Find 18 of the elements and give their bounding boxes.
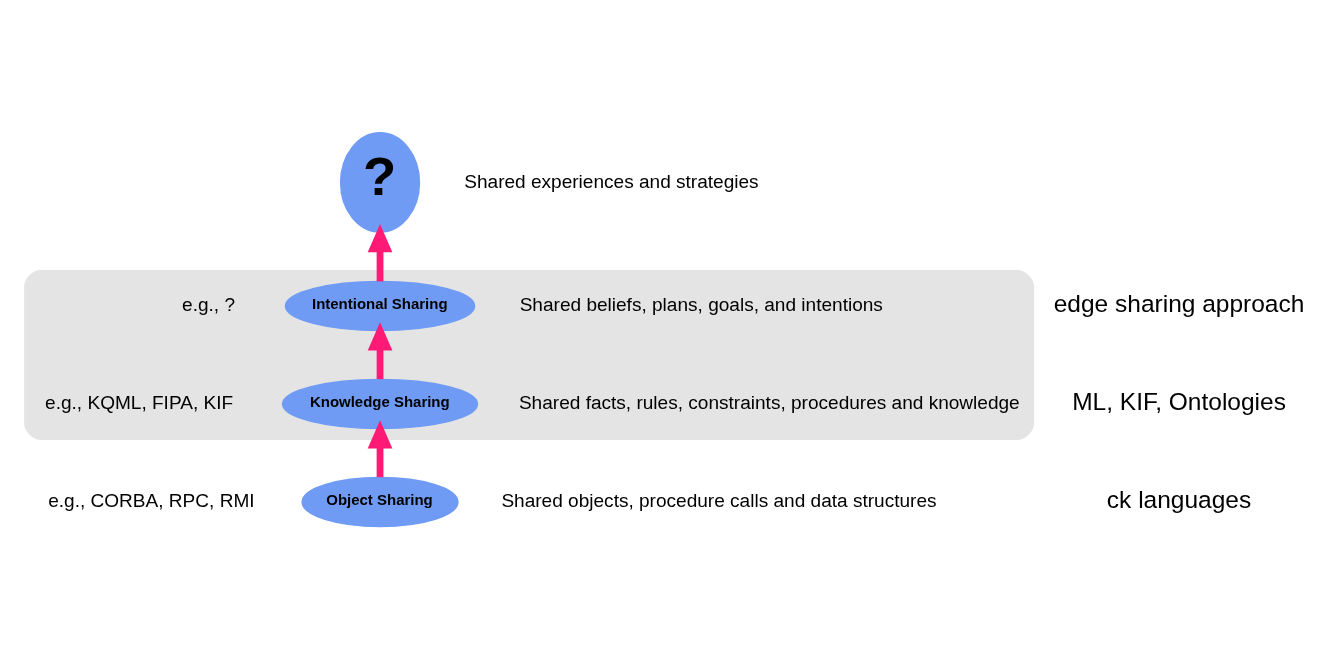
cluster	[24, 270, 1035, 441]
node-label: Shared experiences and strategies	[464, 170, 759, 192]
node-ellipse: Knowledge Sharing	[281, 378, 479, 430]
node-ellipse: Object Sharing	[301, 476, 459, 528]
label: ck languages	[1106, 486, 1252, 514]
arrow	[367, 322, 393, 380]
node-label: Shared facts, rules, constraints, procedures and knowledge	[518, 392, 1020, 414]
node-label: Shared beliefs, plans, goals, and intentions	[519, 294, 883, 316]
node-ellipse: ?	[339, 132, 421, 233]
node-label: e.g., CORBA, RPC, RMI	[48, 490, 255, 512]
arrow	[367, 420, 393, 478]
node-label: e.g., ?	[182, 294, 236, 316]
node-label: Shared objects, procedure calls and data structures	[501, 490, 937, 512]
node-ellipse: Intentional Sharing	[284, 280, 476, 332]
node-label: e.g., KQML, FIPA, KIF	[45, 392, 234, 414]
label: ML, KIF, Ontologies	[1072, 388, 1286, 416]
arrow	[367, 224, 393, 282]
label: edge sharing approach	[1053, 290, 1305, 318]
